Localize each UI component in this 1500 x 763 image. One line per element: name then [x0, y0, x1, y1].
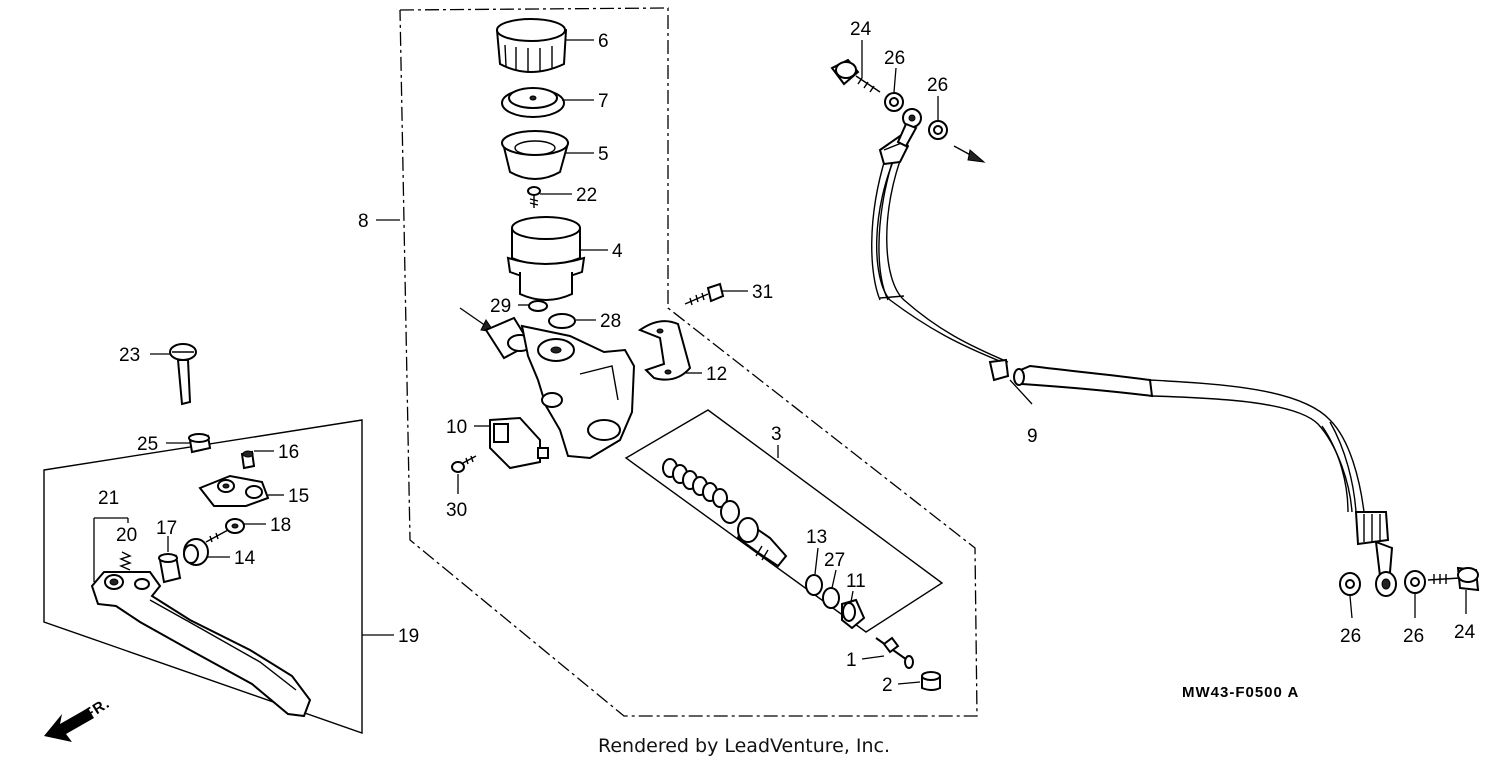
callout-11: 11 — [846, 571, 866, 592]
sealing-washer-top-1 — [884, 92, 904, 112]
callout-3: 3 — [771, 424, 782, 445]
callout-23: 23 — [119, 345, 140, 366]
credit-line: Rendered by LeadVenture, Inc. — [598, 735, 890, 757]
screw-30 — [451, 455, 477, 473]
bolt-31 — [684, 282, 725, 306]
callout-14: 14 — [234, 548, 256, 569]
callout-21: 21 — [98, 488, 119, 509]
callout-13: 13 — [806, 527, 827, 548]
pivot-bolt — [169, 343, 197, 406]
callout-20: 20 — [116, 525, 137, 546]
callout-16: 16 — [278, 442, 299, 463]
callout-9: 9 — [1027, 426, 1038, 447]
reservoir-cap — [495, 18, 568, 73]
callout-30: 30 — [446, 500, 467, 521]
sealing-washer-bottom-2 — [1404, 570, 1426, 594]
leader-lines — [93, 39, 1467, 685]
master-cylinder-group-outline — [399, 7, 978, 717]
o-ring-28 — [548, 313, 576, 329]
push-rod — [875, 636, 914, 669]
direction-arrow — [953, 145, 986, 163]
clutch-hose — [871, 108, 1397, 597]
callout-4: 4 — [612, 241, 623, 262]
piston-kit-group-outline — [624, 409, 944, 633]
piston-kit-piston — [720, 500, 788, 568]
callout-24-top: 24 — [850, 19, 872, 40]
callout-27: 27 — [824, 550, 845, 571]
pivot-nut — [188, 433, 212, 454]
callout-15: 15 — [288, 486, 309, 507]
spring-20 — [119, 551, 132, 571]
callout-31: 31 — [752, 282, 773, 303]
callout-19: 19 — [398, 626, 419, 647]
oil-bolt-top — [830, 58, 881, 93]
washer-13 — [805, 574, 823, 596]
callout-24-bottom: 24 — [1454, 622, 1476, 643]
callout-26-top-2: 26 — [927, 75, 948, 96]
master-cylinder-body — [459, 307, 636, 460]
callout-17: 17 — [156, 518, 177, 539]
callout-10: 10 — [446, 417, 467, 438]
o-ring-29 — [528, 300, 548, 312]
reservoir-body — [506, 216, 586, 301]
callout-26-top-1: 26 — [884, 48, 905, 69]
adjuster-dial-14 — [183, 538, 209, 566]
callout-26-bottom-2: 26 — [1403, 626, 1424, 647]
push-rod-nut — [921, 671, 941, 691]
callout-28: 28 — [600, 311, 621, 332]
diagram-code: MW43-F0500 A — [1182, 684, 1299, 701]
oil-bolt-bottom — [1427, 566, 1480, 592]
callout-5: 5 — [598, 144, 609, 165]
piston-kit-spring — [662, 458, 728, 508]
callout-18: 18 — [270, 515, 291, 536]
callout-29: 29 — [490, 296, 511, 317]
adjuster-screw-16 — [240, 450, 256, 470]
callout-25: 25 — [137, 434, 158, 455]
callout-labels: 6 7 5 22 4 29 28 31 12 10 30 8 3 13 27 1… — [98, 19, 1476, 696]
collar-17 — [158, 553, 182, 584]
callout-12: 12 — [706, 364, 727, 385]
lever-group-outline — [43, 419, 363, 734]
front-direction-arrow — [44, 708, 94, 742]
callout-1: 1 — [846, 650, 857, 671]
adjuster-bolt-18 — [205, 518, 245, 543]
callout-8: 8 — [358, 211, 369, 232]
boot-11 — [841, 598, 866, 630]
screw-22 — [527, 186, 541, 208]
sealing-washer-bottom-1 — [1339, 572, 1361, 596]
callout-7: 7 — [598, 91, 609, 112]
adjuster-bracket-15 — [198, 474, 270, 507]
diaphragm-plate — [501, 87, 565, 118]
diaphragm — [501, 130, 570, 180]
master-cylinder-holder — [637, 320, 692, 381]
clutch-switch — [489, 416, 549, 470]
callout-22: 22 — [576, 185, 597, 206]
clutch-lever — [90, 571, 312, 718]
callout-2: 2 — [882, 675, 893, 696]
sealing-washer-top-2 — [928, 120, 948, 140]
callout-6: 6 — [598, 31, 609, 52]
callout-26-bottom-1: 26 — [1340, 626, 1361, 647]
washer-27 — [822, 587, 840, 609]
